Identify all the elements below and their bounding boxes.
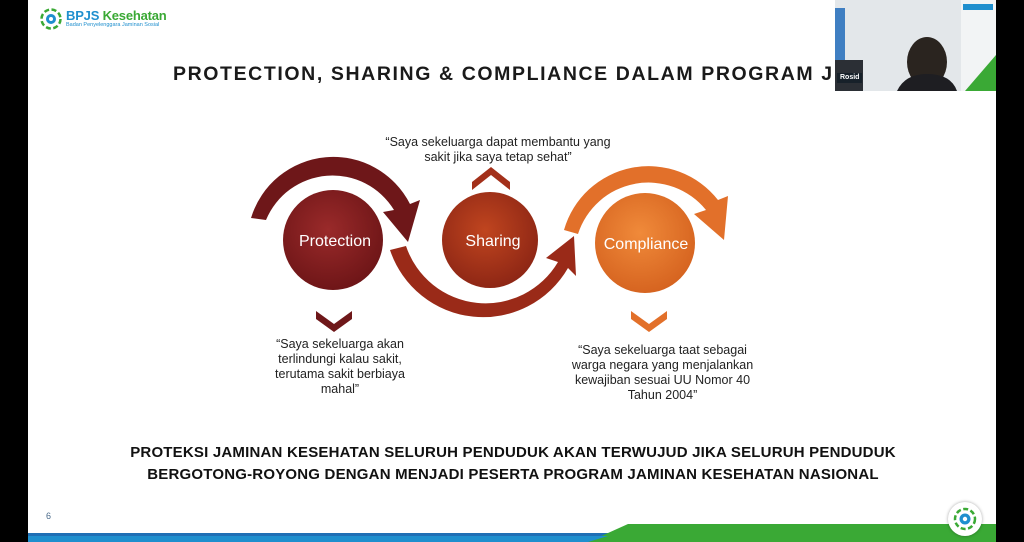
compliance-circle	[595, 193, 695, 293]
protection-chevron-down	[316, 311, 352, 332]
sharing-chevron-up	[472, 167, 510, 190]
bpjs-logo: BPJS Kesehatan Badan Penyelenggara Jamin…	[40, 8, 167, 30]
protection-arc-arrow	[251, 156, 420, 242]
sharing-label: Sharing	[465, 233, 520, 250]
protection-quote: “Saya sekeluarga akan terlindungi kalau …	[275, 337, 405, 396]
page-number: 6	[46, 511, 52, 521]
sharing-quote: “Saya sekeluarga dapat membantu yang sak…	[385, 135, 611, 164]
compliance-arc-arrow	[564, 166, 728, 240]
cycle-diagram: Protection Sharing Compliance	[251, 156, 728, 332]
presentation-slide: BPJS Kesehatan Badan Penyelenggara Jamin…	[28, 0, 996, 542]
participant-video-tile[interactable]: Rosid	[835, 0, 996, 91]
footer-logo	[948, 502, 982, 536]
compliance-quote: “Saya sekeluarga taat sebagai warga nega…	[571, 343, 754, 402]
logo-tagline: Badan Penyelenggara Jaminan Sosial	[66, 22, 160, 29]
participant-name-tag: Rosid	[837, 73, 863, 83]
bpjs-emblem-icon	[953, 507, 977, 531]
bpjs-emblem-icon	[40, 8, 62, 30]
sharing-circle	[442, 192, 538, 288]
closing-statement: PROTEKSI JAMINAN KESEHATAN SELURUH PENDU…	[130, 444, 896, 483]
compliance-chevron-down	[631, 311, 667, 332]
slide-title: PROTECTION, SHARING & COMPLIANCE DALAM P…	[173, 63, 834, 85]
compliance-label: Compliance	[604, 236, 689, 253]
protection-circle	[283, 190, 383, 290]
footer-band	[28, 524, 996, 542]
protection-label: Protection	[299, 233, 371, 250]
sharing-arc-arrow	[390, 236, 576, 318]
logo-name: BPJS Kesehatan	[66, 8, 167, 24]
